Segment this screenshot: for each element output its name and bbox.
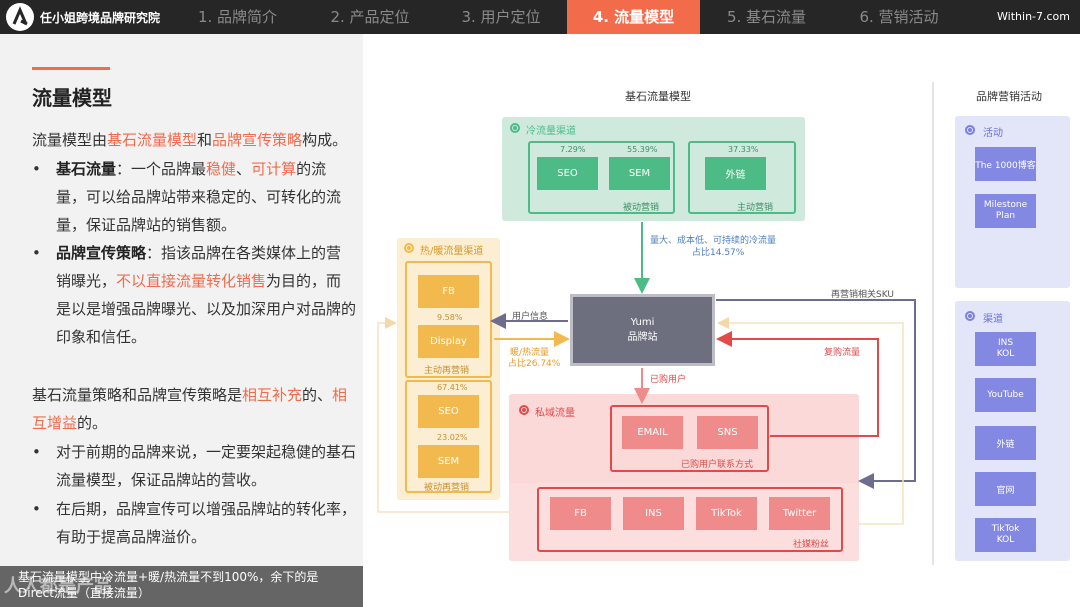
remarketing-sku-arrow bbox=[716, 299, 916, 489]
active-remarketing-label: 主动再营销 bbox=[424, 366, 470, 376]
bullet-base-traffic: • 基石流量：一个品牌最稳健、可计算的流量，可以给品牌站带来稳定的、可转化的流量… bbox=[32, 160, 342, 234]
social-ins-box: INS bbox=[623, 497, 684, 530]
social-loop-left bbox=[377, 317, 509, 513]
site-url[interactable]: Within-7.com bbox=[997, 10, 1070, 23]
footnote: 基石流量模型中冷流量+暖/热流量不到100%，余下的是Direct流量（直接流量… bbox=[0, 566, 363, 607]
activity-label: 活动 bbox=[983, 128, 1003, 139]
cold-ext-link-box: 外链 bbox=[705, 157, 766, 190]
remarketing-sku-label: 再营销相关SKU bbox=[831, 290, 894, 300]
cold-sem-box: SEM bbox=[609, 157, 670, 190]
brand-name: 任小姐跨境品牌研究院 bbox=[40, 11, 161, 25]
tab-base-traffic[interactable]: 5. 基石流量 bbox=[726, 8, 807, 26]
warm-seo-box: SEO bbox=[418, 395, 479, 428]
active-marketing-frame bbox=[688, 141, 796, 214]
social-tiktok-box: TikTok bbox=[696, 497, 757, 530]
purchased-users-label: 已购用户 bbox=[650, 375, 687, 385]
watermark: 人人都是产品 bbox=[4, 576, 112, 597]
social-fans-frame bbox=[537, 487, 843, 552]
private-traffic-radio-icon bbox=[519, 405, 529, 415]
tab-marketing-activities[interactable]: 6. 营销活动 bbox=[859, 8, 939, 26]
warm-traffic-share: 占比26.74% bbox=[508, 359, 561, 369]
yumi-brand-site-hub: Yumi 品牌站 bbox=[570, 294, 715, 366]
tab-traffic-model[interactable]: 4. 流量模型 bbox=[567, 0, 700, 34]
top-nav: 任小姐跨境品牌研究院 1. 品牌简介 2. 产品定位 3. 用户定位 4. 流量… bbox=[0, 0, 1080, 34]
cold-note: 量大、成本低、可持续的冷流量 bbox=[650, 236, 777, 246]
side-title: 品牌营销活动 bbox=[976, 90, 1042, 103]
warm-sem-percent: 23.02% bbox=[437, 433, 468, 442]
social-fans-label: 社媒粉丝 bbox=[793, 540, 830, 550]
active-marketing-label: 主动营销 bbox=[737, 203, 774, 213]
left-panel bbox=[0, 34, 363, 607]
page-title: 流量模型 bbox=[32, 86, 112, 110]
warm-seo-percent: 67.41% bbox=[437, 383, 468, 392]
warm-traffic-label: 暖/热流量 bbox=[510, 348, 550, 358]
title-accent-line bbox=[32, 67, 110, 70]
passive-remarketing-frame bbox=[405, 380, 492, 493]
email-box: EMAIL bbox=[622, 416, 683, 449]
cold-seo-box: SEO bbox=[537, 157, 598, 190]
diagram-title: 基石流量模型 bbox=[625, 90, 691, 103]
warm-sem-box: SEM bbox=[418, 445, 479, 478]
warm-channel-radio-icon bbox=[404, 243, 414, 253]
complement-paragraph: 基石流量策略和品牌宣传策略是相互补充的、相互增益的。 bbox=[32, 386, 348, 432]
hub-name: Yumi bbox=[630, 317, 655, 328]
user-info-label: 用户信息 bbox=[512, 312, 549, 322]
channel-official-site: 官网 bbox=[975, 472, 1036, 506]
bullet-later-stage: • 在后期，品牌宣传可以增强品牌站的转化率，有助于提高品牌溢价。 bbox=[32, 500, 357, 546]
social-twitter-box: Twitter bbox=[769, 497, 830, 530]
contact-frame bbox=[610, 405, 769, 472]
channel-tiktok-kol: TikTok KOL bbox=[975, 518, 1036, 552]
sem-percent: 55.39% bbox=[627, 145, 658, 154]
passive-marketing-label: 被动营销 bbox=[623, 203, 660, 213]
repurchase-label: 复购流量 bbox=[824, 348, 861, 358]
logo bbox=[6, 3, 34, 31]
channel-external-links: 外链 bbox=[975, 426, 1036, 460]
activity-radio-icon bbox=[965, 125, 975, 135]
cold-share: 占比14.57% bbox=[692, 248, 745, 258]
tab-user-position[interactable]: 3. 用户定位 bbox=[461, 8, 541, 26]
warm-channel-label: 热/暖流量渠道 bbox=[420, 246, 484, 257]
contact-label: 已购用户联系方式 bbox=[681, 460, 754, 470]
passive-remarketing-label: 被动再营销 bbox=[424, 483, 470, 493]
repurchase-arrow bbox=[716, 331, 879, 437]
intro-paragraph: 流量模型由基石流量模型和品牌宣传策略构成。 bbox=[32, 131, 348, 149]
cold-channel-radio-icon bbox=[510, 123, 520, 133]
tab-brand-intro[interactable]: 1. 品牌简介 bbox=[197, 8, 278, 26]
fb-percent: 9.58% bbox=[437, 313, 463, 322]
social-loop-right bbox=[717, 317, 904, 525]
social-fb-box: FB bbox=[550, 497, 611, 530]
channels-radio-icon bbox=[965, 311, 975, 321]
channel-youtube: YouTube bbox=[975, 378, 1036, 412]
cold-channel-label: 冷流量渠道 bbox=[526, 126, 576, 137]
ext-link-percent: 37.33% bbox=[728, 145, 759, 154]
sns-box: SNS bbox=[697, 416, 758, 449]
bullet-brand-strategy: • 品牌宣传策略：指该品牌在各类媒体上的营销曝光，不以直接流量转化销售为目的，而… bbox=[32, 244, 357, 346]
hub-subtitle: 品牌站 bbox=[627, 332, 658, 343]
private-traffic-label: 私域流量 bbox=[535, 408, 575, 419]
warm-display-box: Display bbox=[418, 325, 479, 358]
tab-product-position[interactable]: 2. 产品定位 bbox=[330, 8, 410, 26]
seo-percent: 7.29% bbox=[560, 145, 586, 154]
bullet-early-stage: • 对于前期的品牌来说，一定要架起稳健的基石流量模型，保证品牌站的营收。 bbox=[32, 443, 357, 489]
channels-label: 渠道 bbox=[983, 314, 1003, 325]
activity-1000-blog: The 1000博客 bbox=[975, 147, 1036, 181]
warm-fb-box: FB bbox=[418, 275, 479, 308]
activity-milestone-plan: Milestone Plan bbox=[975, 194, 1036, 228]
passive-marketing-frame bbox=[528, 141, 675, 214]
channel-ins-kol: INS KOL bbox=[975, 332, 1036, 366]
